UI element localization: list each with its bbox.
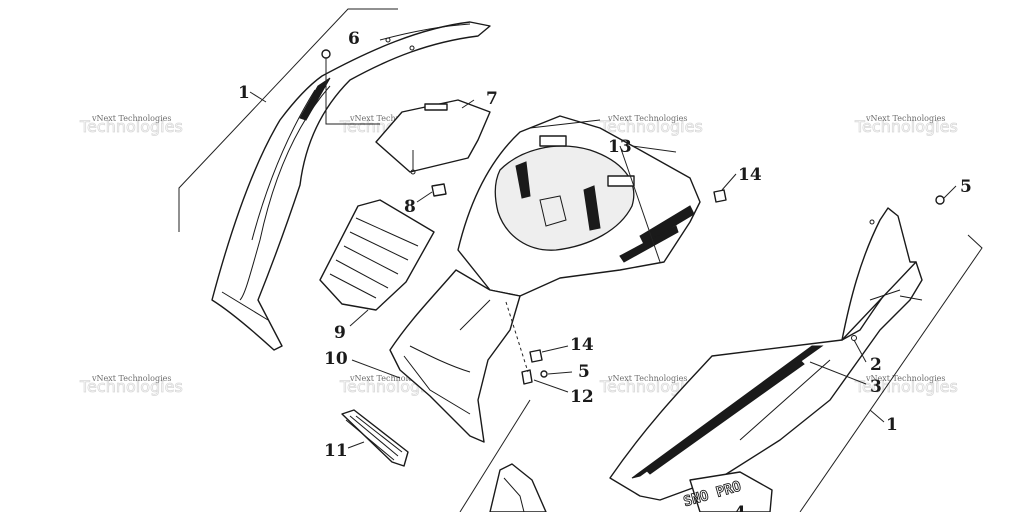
- watermark-text: vNext Technologies: [349, 114, 429, 123]
- louver-vent-9: [319, 199, 435, 311]
- svg-text:Technologies: Technologies: [599, 377, 703, 396]
- svg-text:Technologies: Technologies: [79, 377, 183, 396]
- callout-labels: 1 6 7 8 9 10 11 13 14 14 5 12 5 2 3 1 4: [238, 29, 972, 512]
- screw-5-lower: [540, 370, 548, 378]
- callout-14-lower: 14: [570, 335, 594, 355]
- callout-13: 13: [608, 137, 632, 157]
- callout-1-right: 1: [886, 415, 898, 435]
- callout-12: 12: [570, 387, 594, 407]
- watermark: Technologies vNext Technologies: [599, 114, 704, 136]
- callout-3: 3: [870, 377, 882, 397]
- bracket-bottom: [459, 399, 531, 512]
- callout-2: 2: [870, 355, 882, 375]
- screw-5-upper: [935, 195, 945, 205]
- watermark: Technologies vNext Technologies: [79, 114, 184, 136]
- watermark: Technologies vNext Technologies: [79, 374, 184, 396]
- left-side-panel: [211, 21, 491, 351]
- watermark-text: vNext Technologies: [349, 374, 429, 383]
- cover-plate-7: [325, 76, 491, 175]
- watermark-text: vNext Technologies: [607, 114, 687, 123]
- watermark-text: vNext Technologies: [607, 374, 687, 383]
- callout-4: 4: [734, 503, 746, 512]
- fastener-6: [321, 49, 331, 76]
- watermark-text: vNext Technologies: [91, 374, 171, 383]
- callout-9: 9: [334, 323, 346, 343]
- clip-14-lower: [529, 349, 543, 363]
- right-side-panel: SNO PRO: [609, 207, 923, 512]
- grouping-brackets: [178, 8, 983, 512]
- callout-6: 6: [348, 29, 360, 49]
- watermark: Technologies vNext Technologies: [854, 114, 959, 136]
- svg-text:Technologies: Technologies: [599, 117, 703, 136]
- svg-text:Technologies: Technologies: [854, 117, 958, 136]
- small-hardware: [505, 189, 945, 385]
- screen-11: [341, 409, 409, 467]
- callout-11: 11: [324, 441, 348, 461]
- callout-5-upper: 5: [960, 177, 972, 197]
- watermark-text: vNext Technologies: [865, 114, 945, 123]
- watermark: Technologies vNext Technologies: [599, 374, 704, 396]
- callout-1-left: 1: [238, 83, 250, 103]
- callout-7: 7: [486, 89, 498, 109]
- callout-10: 10: [324, 349, 348, 369]
- watermark: Technologies vNext Technologies: [854, 374, 959, 396]
- watermark-group: Technologies vNext Technologies Technolo…: [79, 114, 959, 396]
- callout-14-upper: 14: [738, 165, 762, 185]
- svg-text:Technologies: Technologies: [854, 377, 958, 396]
- bracket-left-panel: [178, 8, 398, 232]
- leader-lines: [249, 91, 957, 449]
- callout-8: 8: [404, 197, 416, 217]
- hood-assembly: [389, 115, 701, 443]
- watermark-text: vNext Technologies: [865, 374, 945, 383]
- callout-5-lower: 5: [578, 362, 590, 382]
- bracket-right-panel: [799, 234, 983, 512]
- nut-12: [521, 369, 533, 385]
- watermark-text: vNext Technologies: [91, 114, 171, 123]
- clip-14-upper: [713, 189, 727, 203]
- lower-part-fragment: [489, 463, 547, 512]
- svg-text:Technologies: Technologies: [79, 117, 183, 136]
- clip-8: [431, 183, 447, 197]
